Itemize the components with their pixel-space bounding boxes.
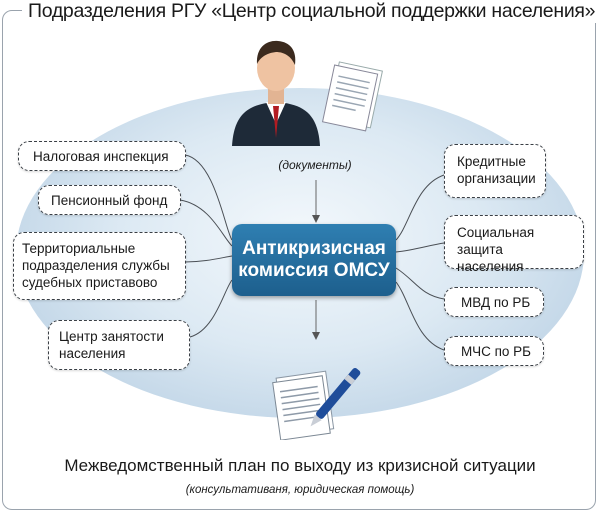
center-box-commission: Антикризисная комиссия ОМСУ (232, 224, 396, 296)
document-pen-icon (272, 368, 361, 440)
box-social-protection: Социальная защита населения (444, 215, 584, 274)
box-employment-center: Центр занятости населения (48, 320, 190, 370)
box-line: подразделения службы (22, 258, 170, 273)
center-line-2: комиссия ОМСУ (238, 260, 390, 281)
box-line: Социальная защита (457, 225, 535, 257)
documents-icon (321, 61, 383, 132)
box-line: Центр занятости (59, 329, 164, 344)
box-line: судебных приставово (22, 275, 158, 290)
box-line: Пенсионный фонд (51, 193, 168, 208)
documents-label: (документы) (278, 158, 352, 172)
box-bailiff-service: Территориальные подразделения службы суд… (13, 232, 186, 300)
box-line: населения (457, 259, 524, 274)
box-line: Территориальные (22, 241, 136, 256)
box-pension-fund: Пенсионный фонд (38, 185, 181, 215)
box-line: Кредитные (457, 154, 526, 169)
box-line: МВД по РБ (461, 295, 531, 310)
box-line: Налоговая инспекция (33, 149, 169, 164)
plan-caption: Межведомственный план по выходу из кризи… (64, 456, 536, 475)
plan-subcaption: (консультативаня, юридическая помощь) (185, 484, 415, 496)
box-credit-organizations: Кредитные организации (444, 144, 546, 198)
center-line-1: Антикризисная (242, 238, 386, 259)
box-line: населения (59, 346, 126, 361)
box-tax-inspection: Налоговая инспекция (18, 141, 186, 171)
box-line: МЧС по РБ (461, 344, 532, 359)
box-line: организации (457, 171, 536, 186)
businessman-icon (232, 40, 320, 146)
box-mvd: МВД по РБ (444, 287, 544, 317)
box-mchs: МЧС по РБ (444, 336, 544, 366)
diagram-title: Подразделения РГУ «Центр социальной подд… (22, 0, 600, 23)
